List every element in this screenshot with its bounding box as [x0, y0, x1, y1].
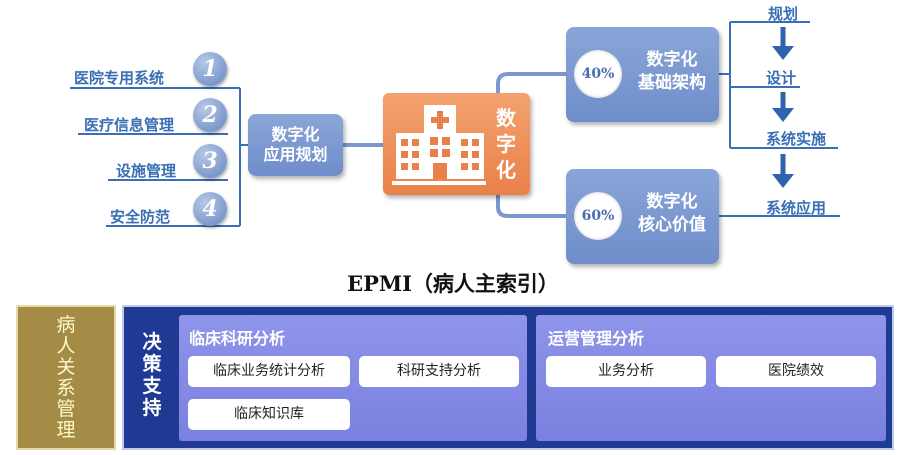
number-badge-1: 1	[193, 52, 227, 86]
hospital-digitization-box: 数字化	[383, 93, 530, 195]
left-item-4-label: 安全防范	[110, 208, 171, 226]
epmi-title: EPMI（病人主索引）	[347, 271, 559, 296]
app-planning-box: 数字化 应用规划	[248, 114, 343, 176]
infra-label: 数字化 基础架构	[638, 50, 706, 93]
left-item-2-label: 医疗信息管理	[84, 116, 175, 134]
decision-support-label: 决策支持	[142, 331, 162, 419]
left-item-1-label: 医院专用系统	[74, 69, 165, 87]
number-badge-3: 3	[193, 144, 227, 178]
decision-support-panel: 决策支持 临床科研分析 临床业务统计分析 科研支持分析 临床知识库 运营管理分析…	[122, 305, 894, 450]
research-support-button[interactable]: 科研支持分析	[359, 356, 519, 387]
core-label: 数字化 核心价值	[638, 192, 706, 235]
operations-title: 运营管理分析	[548, 329, 645, 348]
left-item-3-label: 设施管理	[116, 162, 177, 180]
patient-management-box: 病人关系管理	[16, 305, 116, 450]
clinical-research-panel: 临床科研分析 临床业务统计分析 科研支持分析 临床知识库	[179, 315, 527, 441]
core-value-box: 60% 数字化 核心价值	[566, 169, 719, 264]
step-design: 设计	[766, 69, 797, 87]
number-badge-2: 2	[193, 98, 227, 132]
clinical-stats-button[interactable]: 临床业务统计分析	[188, 356, 350, 387]
step-planning: 规划	[768, 5, 799, 23]
business-analysis-button[interactable]: 业务分析	[546, 356, 706, 387]
center-label: 数字化	[496, 106, 516, 182]
patient-management-label: 病人关系管理	[56, 314, 76, 441]
hospital-icon	[392, 105, 486, 185]
clinical-research-title: 临床科研分析	[189, 329, 286, 348]
hospital-performance-button[interactable]: 医院绩效	[716, 356, 876, 387]
operations-panel: 运营管理分析 业务分析 医院绩效	[536, 315, 886, 441]
step-application: 系统应用	[766, 199, 827, 217]
clinical-knowledge-button[interactable]: 临床知识库	[188, 399, 350, 430]
number-badge-4: 4	[193, 192, 227, 226]
infra-percent: 40%	[574, 50, 622, 98]
infrastructure-box: 40% 数字化 基础架构	[566, 27, 719, 122]
step-implementation: 系统实施	[766, 130, 827, 148]
core-percent: 60%	[574, 192, 622, 240]
